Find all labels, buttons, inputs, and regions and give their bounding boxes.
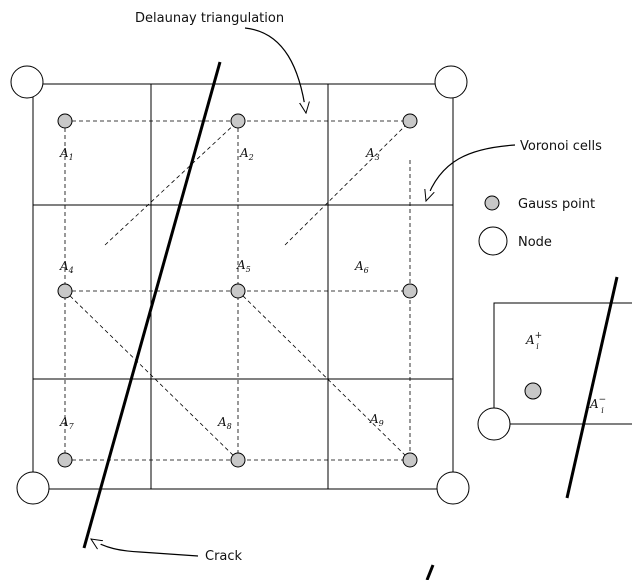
area-label-9: A9 (369, 412, 384, 428)
inset-area-plus: A+i (525, 331, 542, 351)
inset-gauss-point (524, 382, 542, 400)
area-labels: A1 A2 A3 A4 A5 A6 A7 A8 A9 (59, 146, 384, 431)
legend: Gauss point Node (478, 195, 595, 256)
area-label-1: A1 (59, 146, 74, 162)
legend-node-icon (478, 226, 508, 256)
area-label-8: A8 (217, 415, 232, 431)
delaunay-edge (104, 120, 239, 246)
voronoi-label: Voronoi cells (520, 139, 602, 154)
area-label-6: A6 (354, 259, 369, 275)
legend-gauss-point-label: Gauss point (518, 197, 595, 212)
gauss-point (57, 283, 73, 299)
delaunay-edge (284, 120, 411, 246)
domain-boundary (32, 83, 454, 490)
node-bottom-right (436, 471, 470, 505)
gauss-point (57, 452, 73, 468)
delaunay-edge (64, 290, 239, 461)
gauss-point (230, 283, 246, 299)
gauss-point (57, 113, 73, 129)
nodes (10, 65, 470, 505)
gauss-point (402, 283, 418, 299)
crack-arrow (91, 539, 199, 557)
gauss-point (230, 113, 246, 129)
area-label-4: A4 (59, 259, 74, 275)
area-label-5: A5 (236, 258, 251, 274)
voronoi-grid (32, 83, 454, 490)
crack-line (82, 61, 222, 549)
node-top-right (434, 65, 468, 99)
inset-split-cell: A+i A−i (477, 276, 632, 499)
gauss-points (57, 113, 418, 468)
gauss-point (402, 113, 418, 129)
area-label-2: A2 (239, 146, 254, 162)
inset-crack-line (565, 276, 619, 499)
delaunay-arrow (244, 27, 306, 113)
delaunay-label: Delaunay triangulation (135, 11, 284, 26)
area-label-7: A7 (59, 415, 75, 431)
gauss-point (402, 452, 418, 468)
node-top-left (10, 65, 44, 99)
legend-gauss-point-icon (484, 195, 500, 211)
inset-node (477, 407, 511, 441)
delaunay-edge (237, 290, 411, 461)
crack-fragment (425, 564, 435, 580)
legend-node-label: Node (518, 235, 552, 250)
gauss-point (230, 452, 246, 468)
area-label-3: A3 (365, 146, 380, 162)
crack-label: Crack (205, 549, 243, 564)
node-bottom-left (16, 471, 50, 505)
voronoi-arrow (426, 144, 516, 201)
inset-cell-boundary (493, 302, 632, 425)
inset-area-minus: A−i (589, 395, 606, 415)
